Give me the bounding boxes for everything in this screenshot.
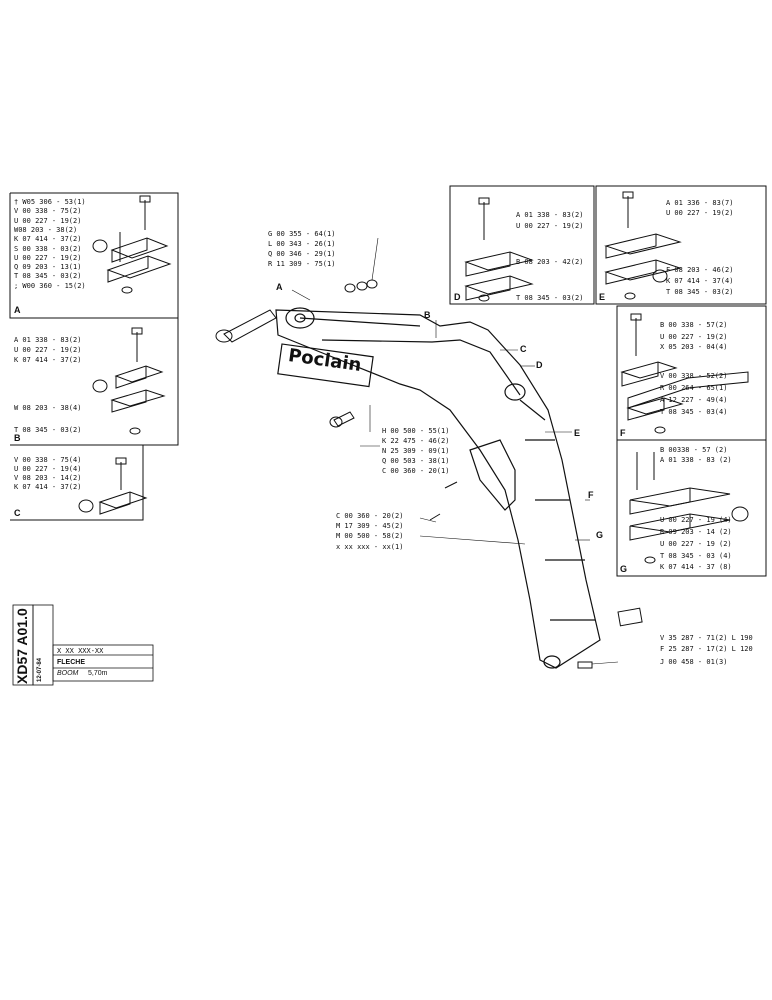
center-callout-2: N 25 309 - 09(1) (382, 447, 450, 455)
top-callout-2: Q 00 346 - 29(1) (268, 250, 336, 258)
panel-e-parts (604, 191, 682, 300)
panel-c-part-3: K 07 414 - 37(2) (14, 483, 82, 491)
diagram-letter-d: D (536, 360, 543, 370)
top-callout-1: L 00 343 - 26(1) (268, 240, 336, 248)
panel-f-part-4: R 00 264 - 65(1) (660, 384, 728, 392)
panel-g-part-4: U 00 227 - 19 (2) (660, 540, 732, 548)
panel-a-part-6: U 00 227 - 19(2) (14, 253, 82, 262)
panel-d-letter: D (454, 292, 461, 302)
panel-f-part-0: B 00 338 - 57(2) (660, 321, 728, 329)
panel-d-part-3: T 08 345 - 03(2) (516, 294, 584, 302)
panel-g-part-6: K 07 414 - 37 (8) (660, 563, 732, 571)
panel-b-part-0: A 01 338 - 83(2) (14, 336, 82, 344)
panel-a-part-8: T 08 345 - 03(2) (14, 272, 82, 281)
panel-d-part-1: U 00 227 - 19(2) (516, 222, 584, 230)
panel-f-part-6: T 08 345 - 03(4) (660, 408, 728, 416)
panel-b-parts (92, 327, 166, 435)
panel-f-letter: F (620, 428, 626, 438)
panel-g-part-3: R 09 203 - 14 (2) (660, 528, 732, 536)
panel-e-part-4: T 08 345 - 03(2) (666, 288, 734, 296)
panel-g-letter: G (620, 564, 628, 574)
lower-callout-1: M 17 309 - 45(2) (336, 522, 404, 530)
center-callout-3: Q 00 503 - 38(1) (382, 457, 450, 465)
title-en: BOOM (57, 670, 79, 677)
panel-c-letter: C (14, 508, 21, 518)
diagram-letter-e: E (574, 428, 581, 438)
lower-callout-2: M 00 500 - 58(2) (336, 532, 404, 540)
panel-f-part-1: U 00 227 - 19(2) (660, 333, 728, 341)
panel-c-part-0: V 00 338 - 75(4) (14, 456, 82, 464)
boom-length: 5,70m (88, 670, 108, 677)
panel-g-part-2: U 00 227 - 19 (4) (660, 516, 732, 524)
doc-date: 12-07-84 (37, 657, 43, 682)
panel-a-part-2: U 00 227 - 19(2) (14, 216, 82, 225)
lower-callout-3: x xx xxx - xx(1) (336, 543, 404, 551)
panel-e-part-2: F 08 203 - 46(2) (666, 266, 734, 274)
diagram-letter-g: G (596, 530, 604, 540)
panel-e-part-0: A 01 336 - 83(7) (666, 199, 734, 207)
panel-e-letter: E (599, 292, 606, 302)
title-fr: FLECHE (57, 659, 85, 666)
panel-f-part-2: X 05 203 - 04(4) (660, 343, 728, 351)
panel-d-part-0: A 01 338 - 83(2) (516, 211, 584, 219)
panel-c-part-1: U 00 227 - 19(4) (14, 465, 82, 473)
panel-a-part-5: S 00 338 - 03(2) (14, 244, 82, 253)
top-callout-3: R 11 309 - 75(1) (268, 260, 336, 268)
lower-callout-0: C 00 360 - 20(2) (336, 512, 404, 520)
top-callout-0: G 00 355 - 64(1) (268, 230, 336, 238)
bushing-callout-1: F 25 287 - 17(2) L 120 (660, 645, 753, 653)
panel-g-part-1: A 01 338 - 83 (2) (660, 456, 732, 464)
bushing-callout-2: J 00 458 - 01(3) (660, 658, 728, 666)
panel-a-parts (92, 195, 172, 294)
panel-b-letter: B (14, 433, 21, 443)
panel-a-part-0: † W05 306 - 53(1) (14, 198, 86, 206)
panel-f-part-3: V 00 338 - 52(2) (660, 372, 728, 380)
panel-b-part-2: K 07 414 - 37(2) (14, 356, 82, 364)
title-block-frame (12, 604, 154, 686)
panel-g-parts (629, 452, 749, 564)
panel-a-letter: A (14, 305, 21, 315)
leader-lines (291, 237, 619, 665)
diagram-letter-a: A (276, 282, 283, 292)
center-callout-1: K 22 475 - 46(2) (382, 437, 450, 445)
center-callout-0: H 00 500 - 55(1) (382, 427, 450, 435)
panel-b-part-3: W 08 203 - 38(4) (14, 404, 82, 412)
panel-e-part-1: U 00 227 - 19(2) (666, 209, 734, 217)
panel-f-part-5: A 12 227 - 49(4) (660, 396, 728, 404)
panel-f-parts (620, 313, 749, 434)
panel-e-part-3: K 07 414 - 37(4) (666, 277, 734, 285)
panel-a-part-3: W08 203 - 38(2) (14, 225, 78, 234)
loose-parts (215, 279, 643, 669)
panel-d-parts (464, 197, 534, 302)
panel-a-part-7: Q 09 203 - 13(1) (14, 263, 82, 272)
doc-code: XD57 A01.0 (14, 608, 30, 684)
panel-b-part-1: U 00 227 - 19(2) (14, 346, 82, 354)
diagram-letter-b: B (424, 310, 431, 320)
panel-c-part-2: V 08 203 - 14(2) (14, 474, 82, 482)
doc-ref: X XX XXX-XX (57, 647, 104, 655)
boom-body (275, 307, 601, 669)
panel-a-part-9: ; W00 360 - 15(2) (14, 281, 86, 290)
panel-a-part-4: K 07 414 - 37(2) (14, 235, 82, 244)
panel-g-part-0: B 00338 - 57 (2) (660, 446, 728, 454)
diagram-letter-c: C (520, 344, 527, 354)
panel-a-part-1: V 00 338 - 75(2) (14, 207, 82, 216)
panel-g-part-5: T 08 345 - 03 (4) (660, 552, 732, 560)
panel-c-parts (78, 457, 148, 515)
diagram-letter-f: F (588, 490, 594, 500)
panel-d-part-2: B 08 203 - 42(2) (516, 258, 584, 266)
center-callout-4: C 00 360 - 20(1) (382, 467, 450, 475)
detail-frames (9, 185, 767, 577)
bushing-callout-0: V 35 287 - 71(2) L 190 (660, 634, 753, 642)
panel-b-part-4: T 08 345 - 03(2) (14, 426, 82, 434)
